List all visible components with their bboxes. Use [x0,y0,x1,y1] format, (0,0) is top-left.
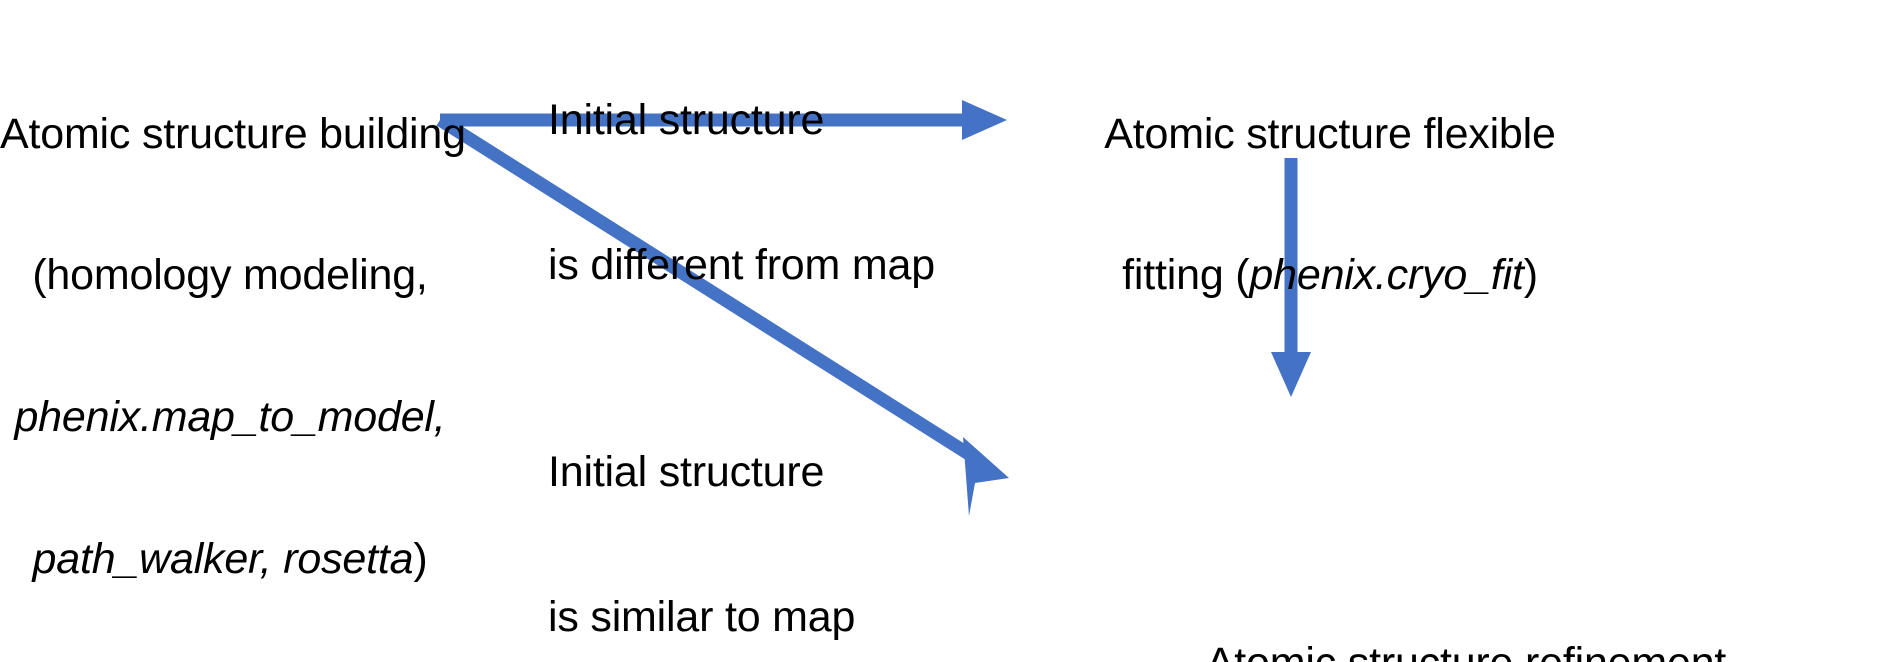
node-flexfit-line-2-pre: fitting ( [1122,251,1250,300]
edge-label-different-line-1: Initial structure [548,96,825,145]
node-build-line-3-italic: phenix.map_to_model, [14,393,446,442]
node-atomic-structure-refinement: Atomic structure refinement (phenix.real… [1048,545,1884,662]
edge-label-different-line-2: is different from map [548,240,935,289]
node-atomic-structure-flexible-fitting: Atomic structure flexible fitting (pheni… [1080,16,1580,394]
node-flexfit-line-2: fitting (phenix.cryo_fit) [1080,252,1580,299]
node-atomic-structure-building: Atomic structure building (homology mode… [0,16,466,662]
node-build-line-2: (homology modeling, [32,251,428,300]
node-refine-line-1: Atomic structure refinement [1048,639,1884,662]
edge-label-initial-structure-similar: Initial structure is similar to map [548,352,968,662]
node-flexfit-line-1: Atomic structure flexible [1104,109,1556,158]
node-build-line-3: phenix.map_to_model, [0,394,460,441]
node-build-line-4-tail: ) [413,535,428,584]
node-flexfit-line-2-post: ) [1523,251,1538,300]
node-build-line-4-italic: path_walker, rosetta [32,535,414,584]
node-build-line-4: path_walker, rosetta) [0,536,460,583]
node-flexfit-line-2-italic: phenix.cryo_fit [1249,251,1524,300]
edge-label-similar-line-1: Initial structure [548,448,825,497]
edge-label-similar-line-2: is similar to map [548,592,856,641]
edge-label-initial-structure-different: Initial structure is different from map [548,0,968,385]
node-build-line-1: Atomic structure building [0,109,466,158]
